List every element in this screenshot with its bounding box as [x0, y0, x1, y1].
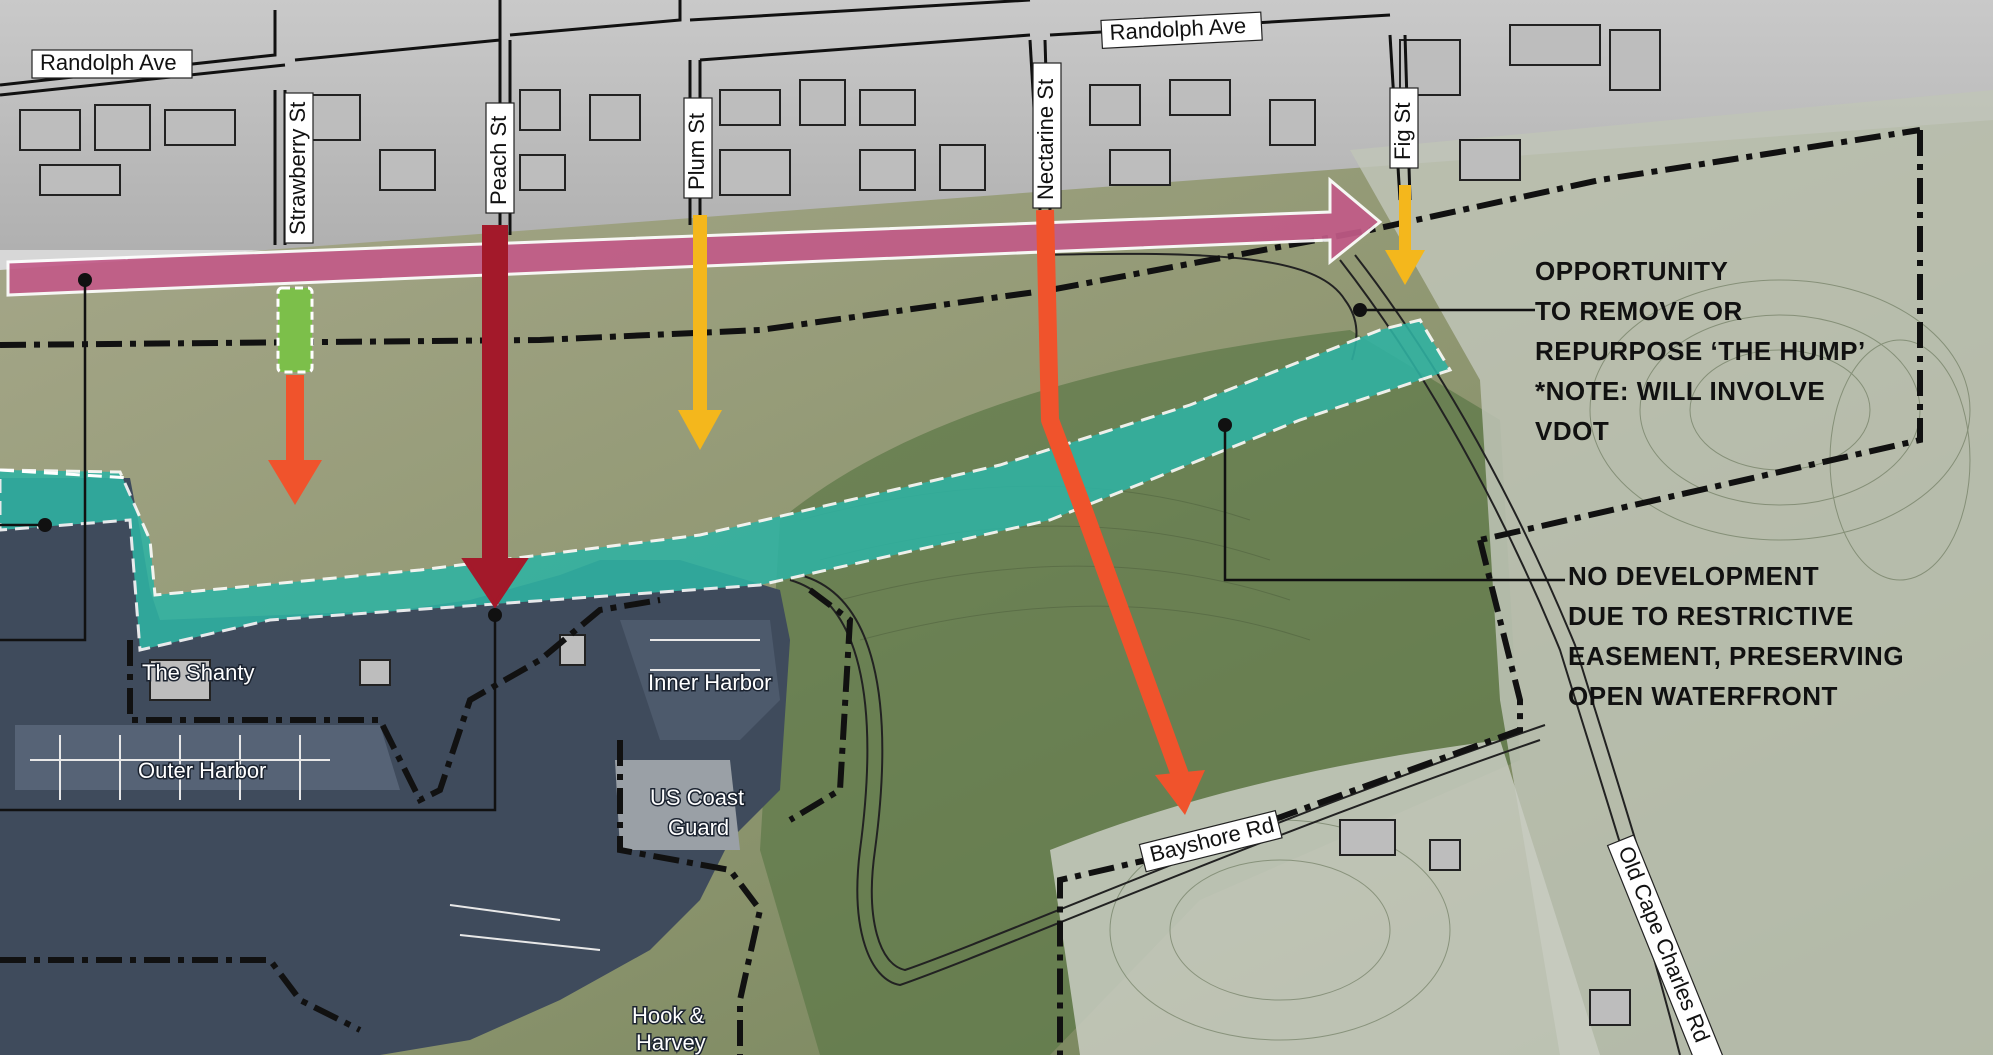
orange-arrow-nectarine — [1036, 209, 1205, 815]
building-footprints — [19, 24, 1661, 1026]
east-open-land — [1350, 90, 1993, 1055]
callout-the-hump: OPPORTUNITY TO REMOVE OR REPURPOSE ‘THE … — [1535, 256, 1866, 446]
nectarine-st-label: Nectarine St — [1033, 79, 1058, 200]
strawberry-st-label: Strawberry St — [285, 102, 310, 235]
hump-callout-line5: VDOT — [1535, 416, 1609, 446]
hump-callout-line3: REPURPOSE ‘THE HUMP’ — [1535, 336, 1866, 366]
callout-easement: NO DEVELOPMENT DUE TO RESTRICTIVE EASEME… — [1568, 561, 1904, 711]
easement-callout-line4: OPEN WATERFRONT — [1568, 681, 1838, 711]
outer-harbor-label: Outer Harbor — [138, 758, 266, 783]
easement-callout-line3: EASEMENT, PRESERVING — [1568, 641, 1904, 671]
hook-harvey-label-line2: Harvey — [636, 1030, 706, 1055]
orange-arrow-strawberry — [268, 375, 322, 505]
hook-harvey-label-line1: Hook & — [632, 1003, 704, 1028]
easement-callout-line2: DUE TO RESTRICTIVE — [1568, 601, 1854, 631]
leader-lines — [0, 280, 1565, 812]
yellow-arrow-fig — [1385, 185, 1425, 285]
south-open-land — [1050, 740, 1600, 1055]
greenway-band — [0, 318, 1453, 652]
place-labels: The Shanty Inner Harbor Outer Harbor US … — [137, 659, 774, 1057]
coast-guard-parcel — [615, 760, 740, 850]
outer-harbor-basin — [15, 725, 400, 790]
marina-docks — [30, 639, 760, 951]
randolph-ave-label-west: Randolph Ave — [40, 50, 177, 75]
easement-callout-line1: NO DEVELOPMENT — [1568, 561, 1819, 591]
the-shanty-label: The Shanty — [142, 660, 255, 685]
hump-callout-line2: TO REMOVE OR — [1535, 296, 1743, 326]
hump-callout-line4: *NOTE: WILL INVOLVE — [1535, 376, 1825, 406]
coast-guard-label-line1: US Coast — [650, 785, 744, 810]
coast-guard-label-line2: Guard — [668, 815, 729, 840]
study-area-boundary — [0, 127, 1923, 1055]
yellow-arrow-plum — [678, 215, 722, 450]
hump-callout-line1: OPPORTUNITY — [1535, 256, 1728, 286]
inner-harbor-basin — [620, 620, 780, 740]
fig-st-label: Fig St — [1390, 103, 1415, 160]
inner-harbor-label: Inner Harbor — [648, 670, 772, 695]
plum-st-label: Plum St — [684, 113, 709, 190]
peach-st-label: Peach St — [486, 116, 511, 205]
leader-dots — [38, 273, 1367, 622]
dark-red-arrow-peach — [461, 225, 529, 609]
strawberry-green-link — [276, 286, 314, 374]
